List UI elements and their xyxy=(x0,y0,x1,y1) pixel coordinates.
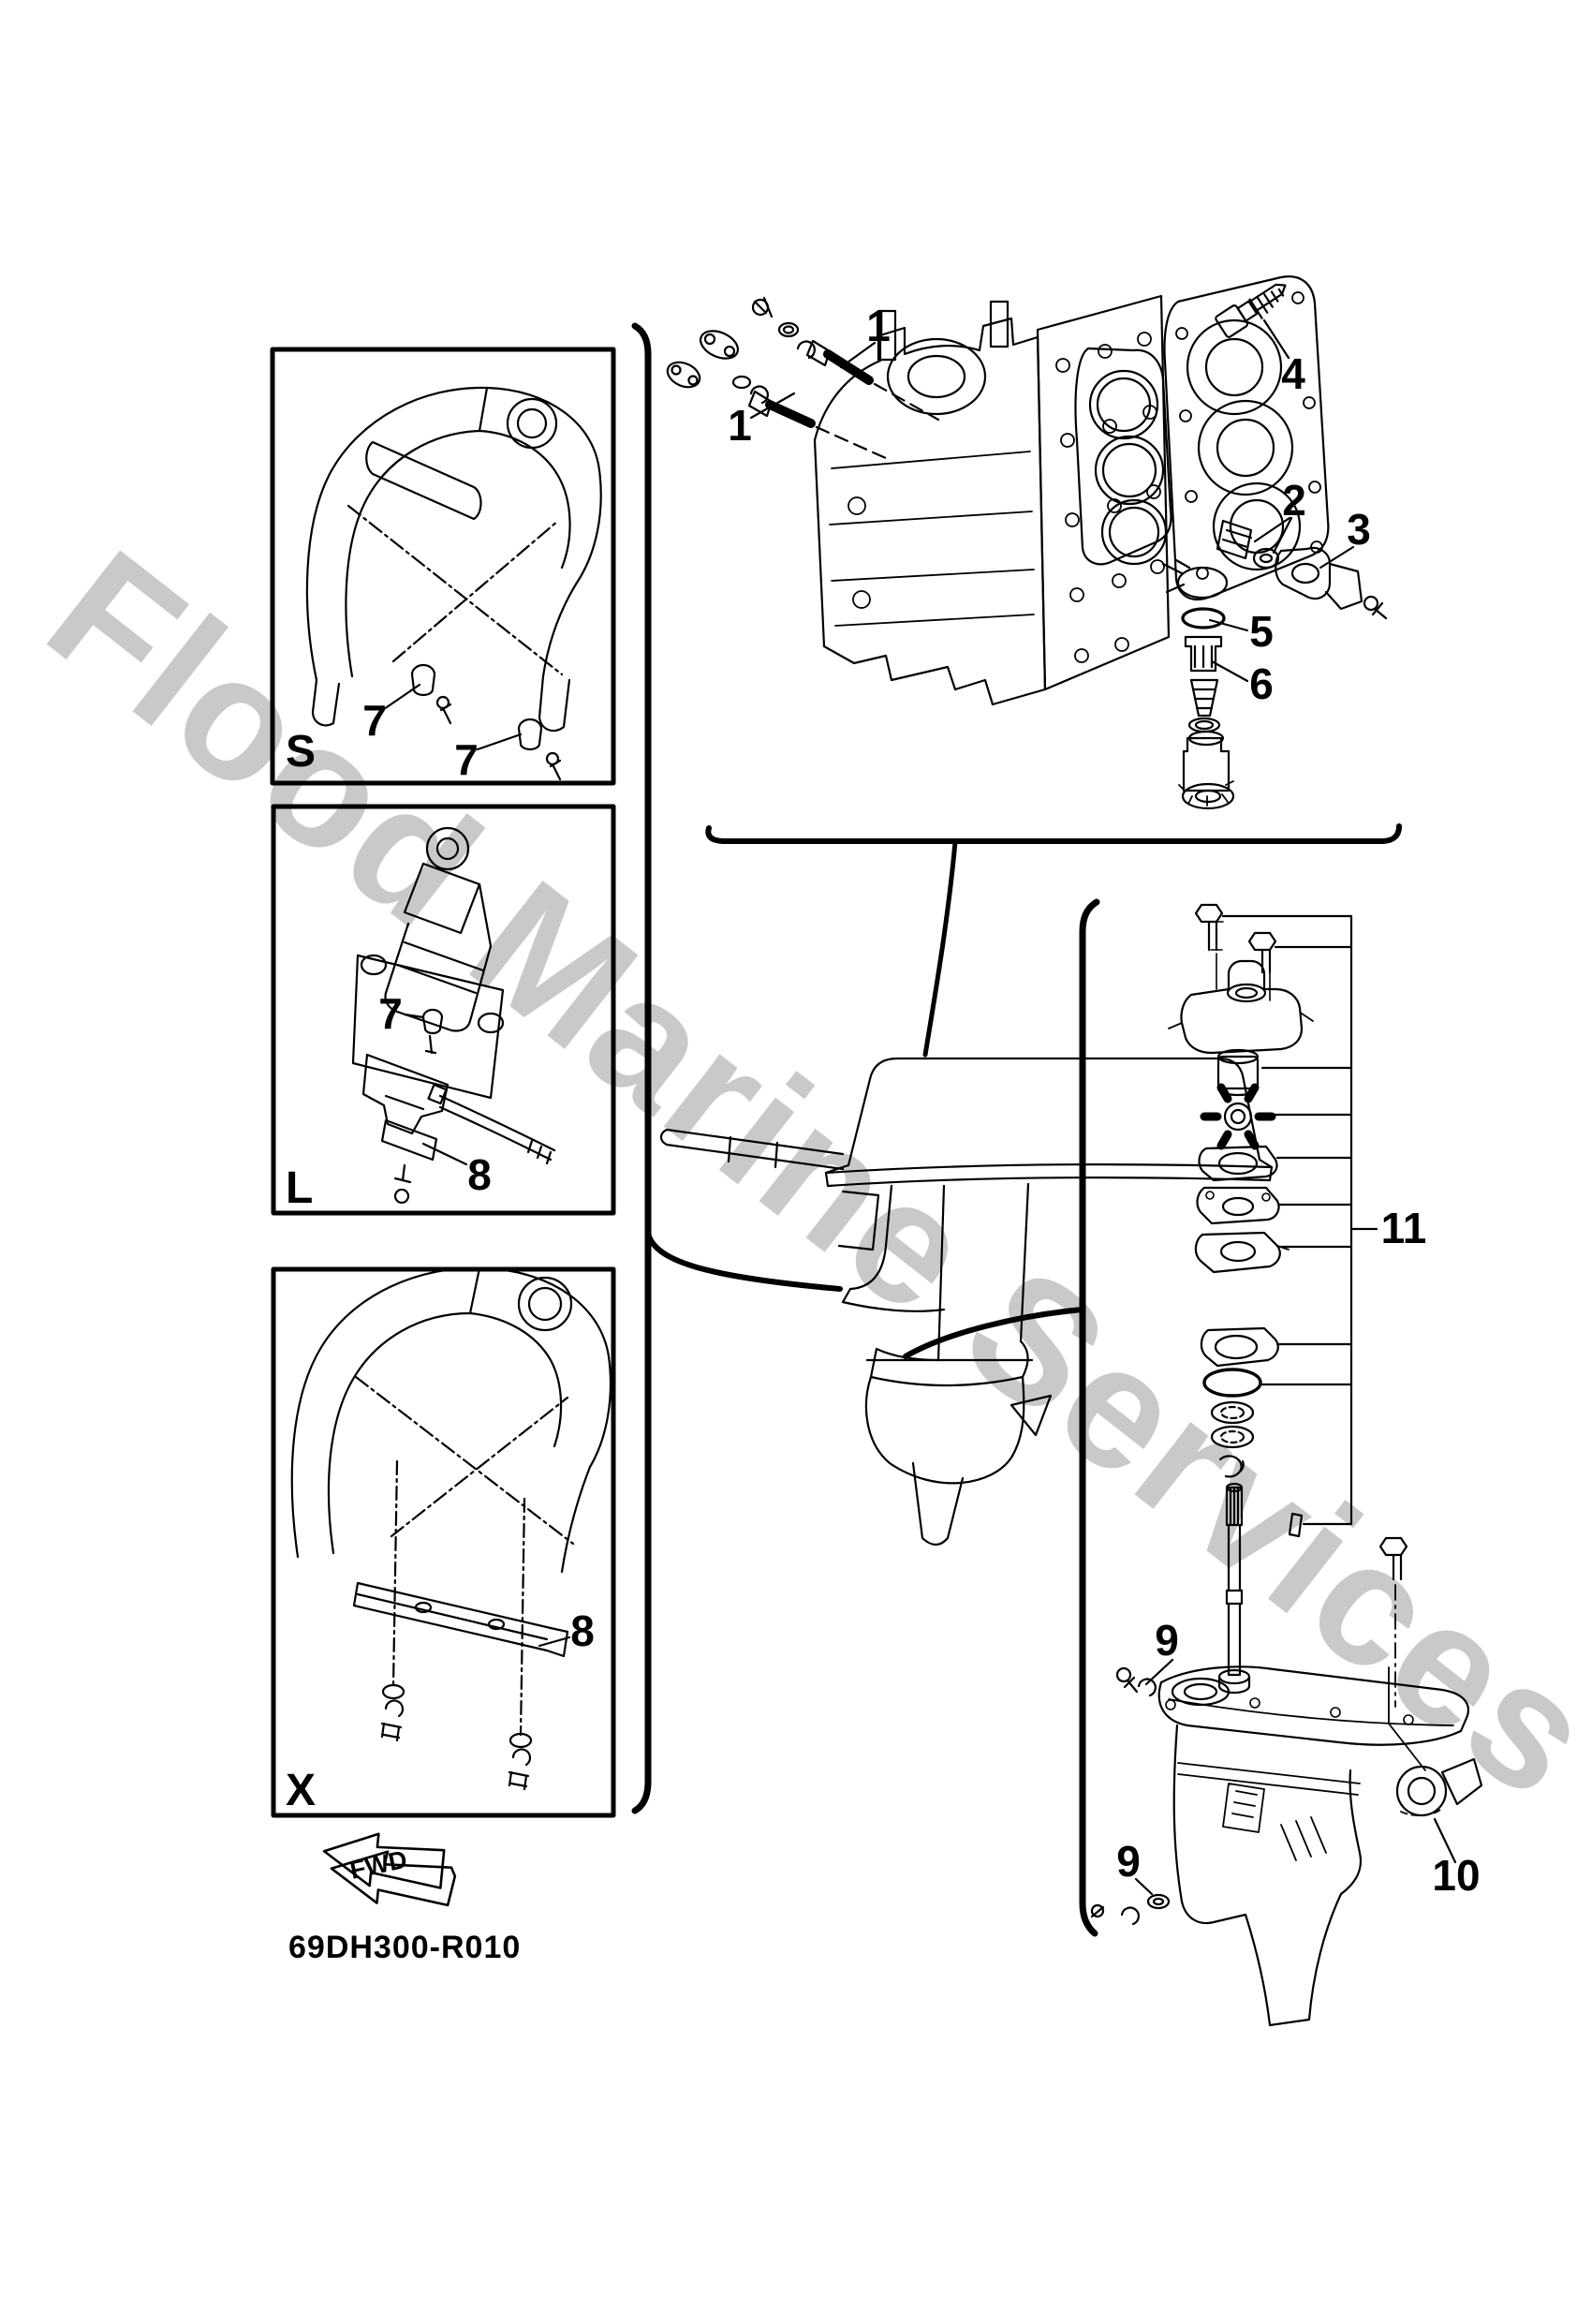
spark-plug xyxy=(1215,283,1287,338)
leader-10 xyxy=(1433,1817,1457,1864)
callout-3: 3 xyxy=(1347,505,1371,554)
leader-7c xyxy=(403,1013,425,1019)
boxes-group-brace xyxy=(631,322,652,1814)
leader-1b xyxy=(749,392,796,420)
block-crankcase xyxy=(813,317,1047,706)
impeller xyxy=(1200,1083,1276,1150)
leader-3 xyxy=(1319,545,1355,570)
leader-1a xyxy=(839,341,877,369)
callout-10: 10 xyxy=(1432,1851,1480,1900)
callout-6: 6 xyxy=(1249,659,1274,708)
midsection xyxy=(936,1182,1030,1362)
gearcase-hint xyxy=(864,1375,1025,1485)
box-l-frame xyxy=(271,804,616,1216)
section-label-x: X xyxy=(286,1766,316,1815)
callout-9: 9 xyxy=(1155,1616,1179,1665)
leader-2 xyxy=(1253,516,1293,555)
box-x-clamp-bracket-drawing xyxy=(290,1266,612,1791)
callout-1: 1 xyxy=(728,401,752,450)
leader-8b xyxy=(538,1636,571,1648)
group-braces xyxy=(631,322,1402,1937)
artwork xyxy=(270,275,1483,2027)
gearcase xyxy=(1157,1665,1469,2027)
box-s-clamp-bracket-drawing xyxy=(305,386,602,781)
watermark-text: Flood Marine Services xyxy=(14,514,1577,1835)
callout-9: 9 xyxy=(1116,1837,1141,1886)
section-label-l: L xyxy=(286,1163,313,1213)
callout-2: 2 xyxy=(1282,476,1306,525)
leader-7a xyxy=(382,683,421,711)
callout-7: 7 xyxy=(454,735,479,784)
callout-1: 1 xyxy=(866,302,891,350)
text-layer: 1 1 2 3 4 5 6 7 7 7 8 8 9 9 10 11 S L X … xyxy=(286,302,1481,1965)
cowling xyxy=(847,1057,1261,1167)
callout-7: 7 xyxy=(362,696,387,745)
water-pump-housing xyxy=(1180,959,1304,1055)
drawing-code: 69DH300-R010 xyxy=(288,1930,521,1965)
leader-9b xyxy=(1134,1877,1154,1896)
anode-and-cover xyxy=(1216,519,1388,620)
head-gasket xyxy=(1074,347,1172,566)
box-l-trim-cylinder-drawing xyxy=(351,826,556,1205)
leader-to-bracket-area xyxy=(645,1230,843,1292)
lower-unit-group-brace xyxy=(1079,898,1100,1937)
leader-to-gearcase xyxy=(903,1307,1085,1359)
lower-unit-drawing xyxy=(1090,905,1483,2027)
tiller-handle xyxy=(659,1128,845,1171)
fwd-arrow xyxy=(322,1832,457,1907)
driveshaft xyxy=(1217,1482,1251,1695)
trim-tab-anode xyxy=(1395,1757,1483,1817)
leader-7b xyxy=(476,733,523,751)
callout-4: 4 xyxy=(1281,349,1305,398)
callout-7: 7 xyxy=(378,989,403,1038)
box-s-frame xyxy=(270,347,616,786)
callout-11-ladder xyxy=(1221,914,1378,1526)
bracket-area xyxy=(841,1184,946,1312)
leader-9a xyxy=(1144,1658,1174,1686)
callout-5: 5 xyxy=(1249,607,1274,656)
box-x-frame xyxy=(271,1266,616,1818)
callout-8: 8 xyxy=(467,1150,492,1199)
cylinder-head xyxy=(1163,275,1330,601)
leader-to-cowling xyxy=(922,839,958,1058)
leader-5 xyxy=(1208,618,1249,632)
clip-screw-upper xyxy=(1115,1666,1157,1697)
thermostat-stack xyxy=(1161,558,1235,810)
section-label-s: S xyxy=(286,727,316,777)
leader-4 xyxy=(1262,318,1290,360)
powerhead-drawing xyxy=(666,275,1388,810)
clip-screw-lower xyxy=(1090,1893,1171,1926)
callout-11: 11 xyxy=(1381,1204,1427,1252)
leader-6 xyxy=(1210,659,1249,683)
callout-8: 8 xyxy=(570,1606,595,1655)
outboard-motor-silhouette xyxy=(659,1057,1274,1547)
mount-bolts-and-clips xyxy=(666,296,940,461)
leader-8a xyxy=(421,1142,468,1166)
powerhead-group-brace xyxy=(705,823,1402,844)
section-box-frames xyxy=(270,347,616,1818)
